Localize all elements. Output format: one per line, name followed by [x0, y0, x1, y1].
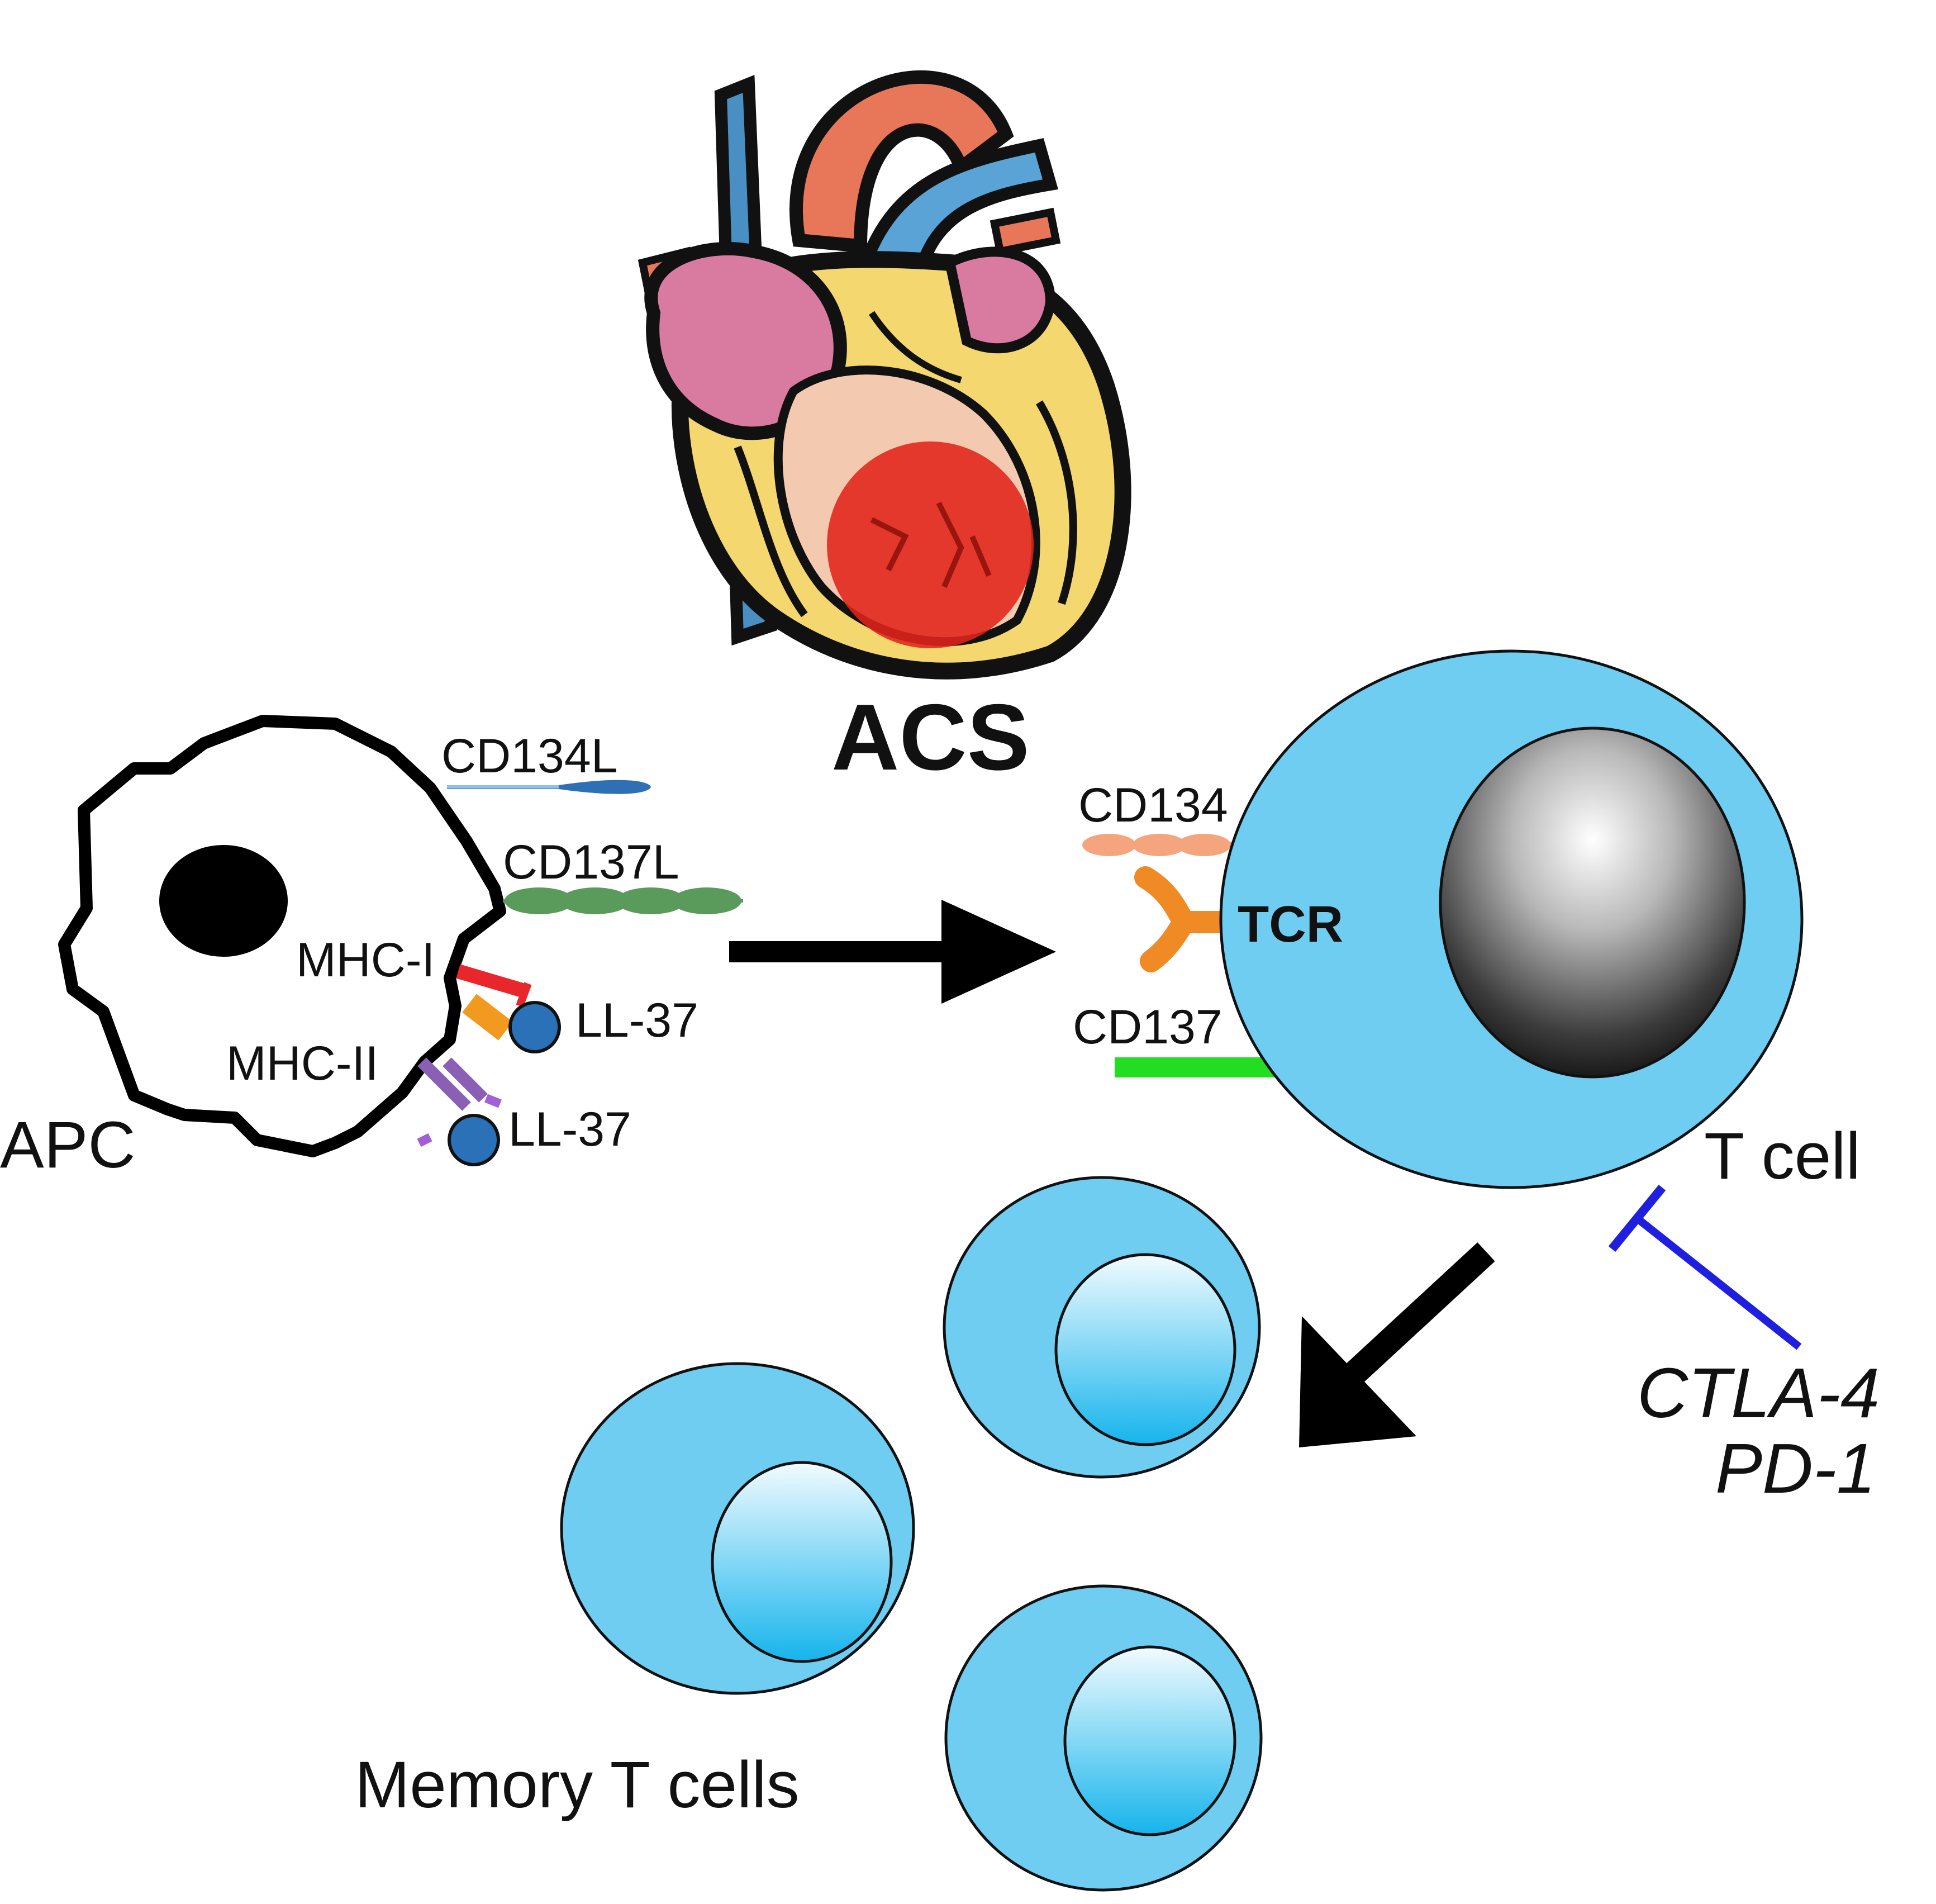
- cd137l-shape: [503, 887, 743, 914]
- mhc-i-label: MHC-I: [296, 933, 435, 987]
- memory-t-cells-label: Memory T cells: [355, 1748, 800, 1822]
- mhc-i-complex: [456, 964, 561, 1053]
- heart-illustration: [638, 70, 1131, 680]
- acs-label: ACS: [831, 685, 1030, 790]
- apc-nucleus: [159, 845, 288, 957]
- mhc-ii-label: MHC-II: [226, 1037, 379, 1090]
- ll-37-peptide-2: [448, 1114, 500, 1166]
- infarct-zone: [827, 441, 1034, 648]
- memory-cell-2: [560, 1362, 915, 1695]
- memory-cell-1: [943, 1176, 1261, 1479]
- cd137l-label: CD137L: [503, 835, 679, 889]
- ll-37-peptide-1: [508, 1001, 561, 1053]
- t-cell: [1082, 649, 1804, 1189]
- pd-1-label: PD-1: [1715, 1429, 1876, 1508]
- cd137-label: CD137: [1073, 1000, 1223, 1054]
- apc-label: APC: [0, 1108, 136, 1182]
- differentiation-arrow: [1299, 1242, 1495, 1447]
- tcr-label: TCR: [1238, 896, 1344, 953]
- tcr-receptor: [1134, 866, 1240, 972]
- cd134-label: CD134: [1078, 778, 1228, 832]
- aorta: [789, 70, 1014, 254]
- inhibition-line: [1608, 1184, 1802, 1350]
- ll-37-label-2: LL-37: [508, 1103, 631, 1156]
- ctla-4-label: CTLA-4: [1637, 1354, 1880, 1432]
- t-cell-label: T cell: [1704, 1119, 1861, 1193]
- memory-cell-3: [944, 1584, 1263, 1892]
- activation-arrow: [729, 900, 1056, 1004]
- cd134-receptor: [1082, 834, 1240, 856]
- ll-37-label-1: LL-37: [575, 994, 698, 1047]
- t-cell-nucleus: [1439, 727, 1746, 1079]
- memory-t-cells: [560, 1176, 1263, 1892]
- apc-cell: [58, 715, 743, 1166]
- mhc-ii-complex: [417, 1057, 502, 1166]
- cd134l-label: CD134L: [441, 729, 618, 783]
